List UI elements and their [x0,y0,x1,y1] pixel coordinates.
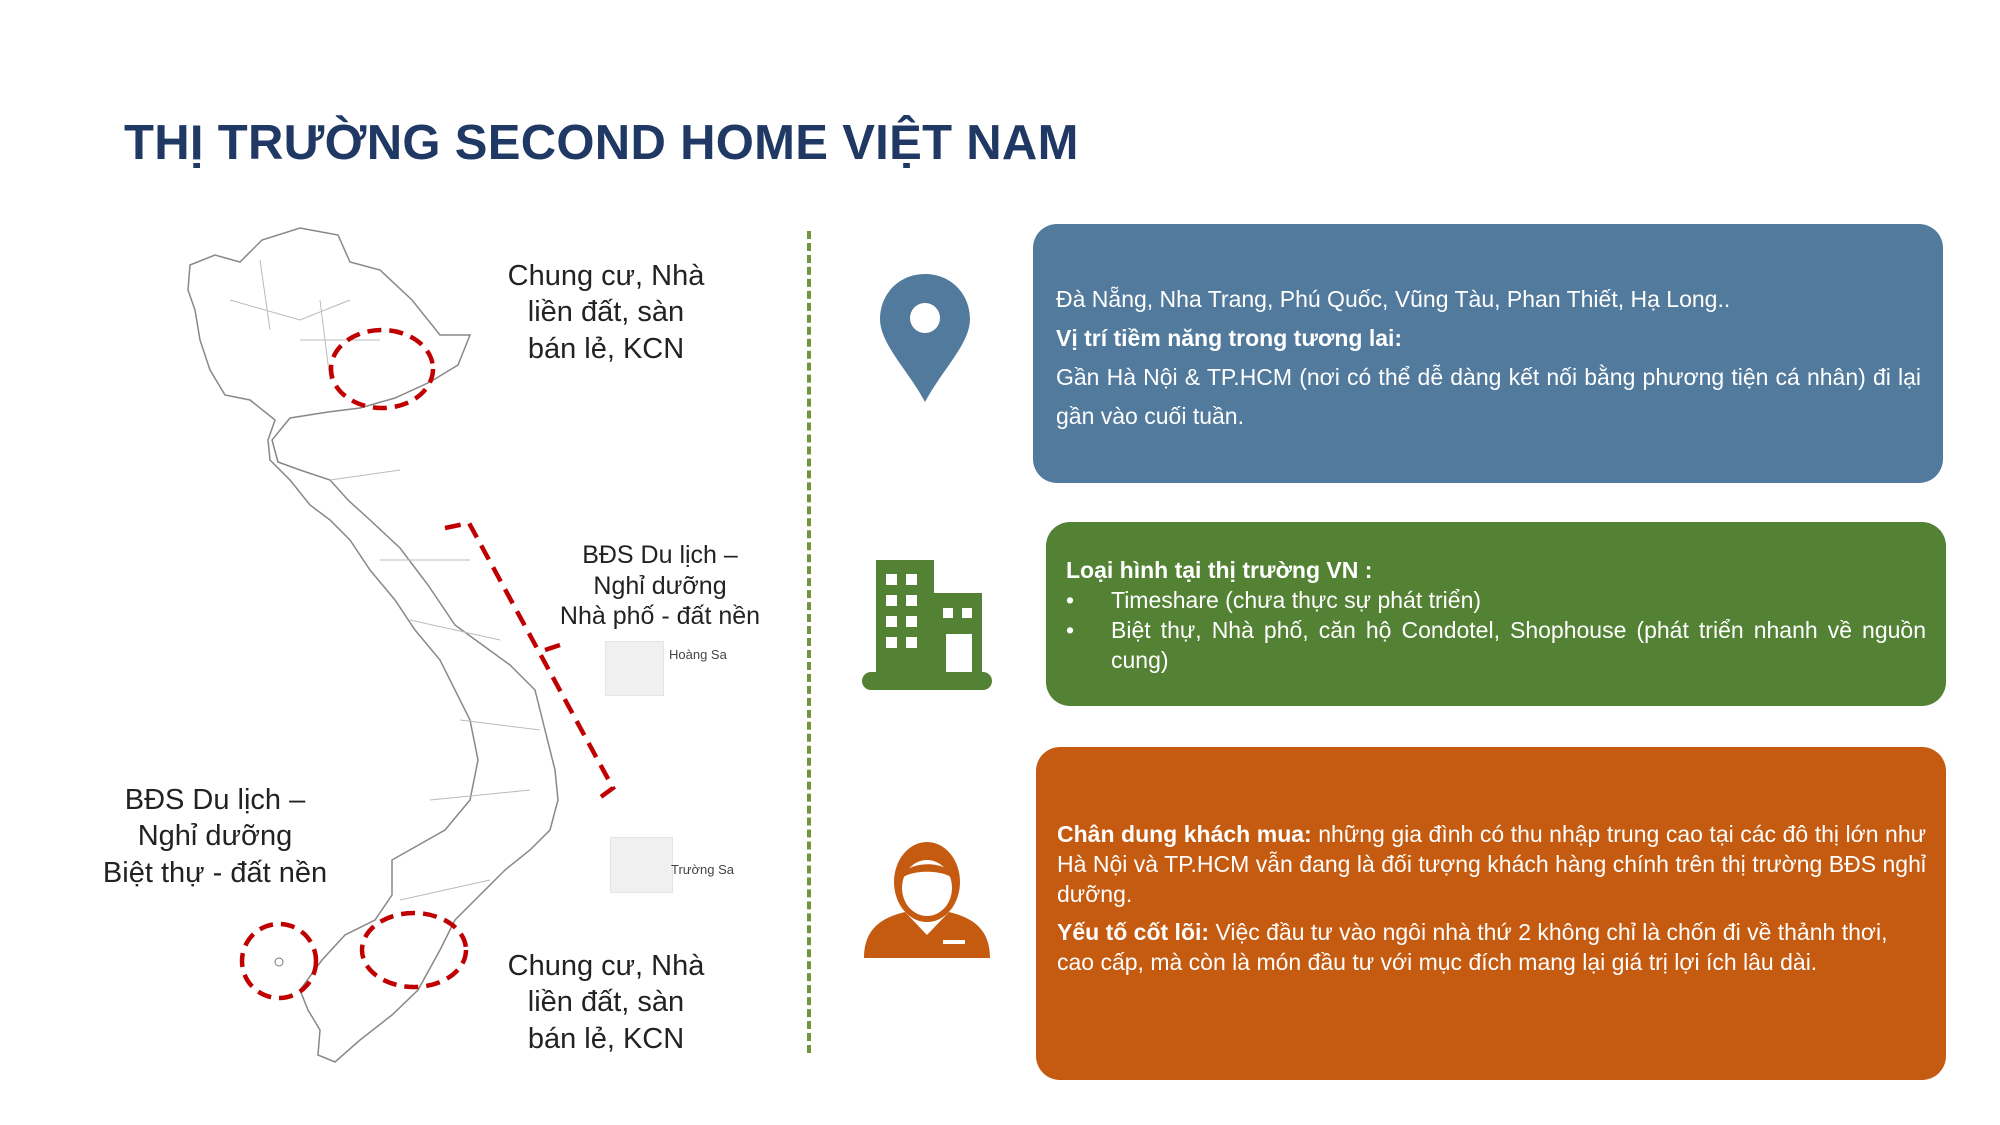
customer-profile: Chân dung khách mua: những gia đình có t… [1057,819,1926,909]
south-highlight-circle [359,910,469,990]
location-heading: Vị trí tiềm năng trong tương lai: [1056,325,1403,351]
location-panel: Đà Nẵng, Nha Trang, Phú Quốc, Vũng Tàu, … [1033,224,1943,483]
south-label: Chung cư, Nhà liền đất, sàn bán lẻ, KCN [486,948,726,1057]
label-line: Nghỉ dưỡng [137,820,293,853]
label-line: liền đất, sàn [527,986,685,1019]
label-line: Nhà phố - đất nền [559,602,761,630]
label-line: Nghỉ dưỡng [593,571,727,600]
label-line: Biệt thự - đất nền [102,856,328,889]
central-label: BĐS Du lịch – Nghỉ dưỡng Nhà phố - đất n… [550,540,770,632]
customer-profile-heading: Chân dung khách mua: [1057,821,1312,847]
list-item: •Biệt thự, Nhà phố, căn hộ Condotel, Sho… [1066,617,1926,673]
page-title: THỊ TRƯỜNG SECOND HOME VIỆT NAM [124,116,1079,170]
north-highlight-circle [328,327,436,411]
location-body: Gần Hà Nội & TP.HCM (nơi có thể dễ dàng … [1056,364,1921,429]
label-line: Chung cư, Nhà [507,950,705,982]
hoang-sa-thumbnail [605,641,664,696]
types-heading: Loại hình tại thị trường VN : [1066,557,1373,583]
core-factor: Yếu tố cốt lõi: Việc đầu tư vào ngôi nhà… [1057,917,1926,977]
vietnam-map [187,227,616,1063]
core-factor-text: Việc đầu tư vào ngôi nhà thứ 2 không chỉ… [1057,919,1888,975]
building-icon [862,560,992,690]
north-label: Chung cư, Nhà liền đất, sàn bán lẻ, KCN [486,258,726,367]
label-line: BĐS Du lịch – [582,541,738,569]
label-line: liền đất, sàn [527,296,685,329]
location-cities: Đà Nẵng, Nha Trang, Phú Quốc, Vũng Tàu, … [1056,286,1731,312]
label-line: bán lẻ, KCN [527,1022,685,1055]
truong-sa-thumbnail [610,837,673,893]
bullet-text: Timeshare (chưa thực sự phát triển) [1111,587,1482,613]
dashed-divider [807,231,811,1053]
truong-sa-label: Trường Sa [671,862,734,877]
customer-profile-text: những gia đình có thu nhập trung cao tại… [1057,821,1927,907]
customer-panel: Chân dung khách mua: những gia đình có t… [1036,747,1946,1080]
label-line: Chung cư, Nhà [507,260,705,292]
label-line: bán lẻ, KCN [527,332,685,365]
core-factor-heading: Yếu tố cốt lõi: [1057,919,1210,945]
phu-quoc-highlight-circle [239,921,319,1001]
bullet-text: Biệt thự, Nhà phố, căn hộ Condotel, Shop… [1111,617,1926,673]
central-coast-bracket [444,520,616,804]
map-pin-icon [880,274,970,402]
label-line: BĐS Du lịch – [124,784,306,816]
list-item: •Timeshare (chưa thực sự phát triển) [1066,587,1482,613]
hoang-sa-label: Hoàng Sa [669,647,727,662]
person-icon [864,842,990,958]
types-panel: Loại hình tại thị trường VN : •Timeshare… [1046,522,1946,706]
south-west-label: BĐS Du lịch – Nghỉ dưỡng Biệt thự - đất … [80,782,350,891]
